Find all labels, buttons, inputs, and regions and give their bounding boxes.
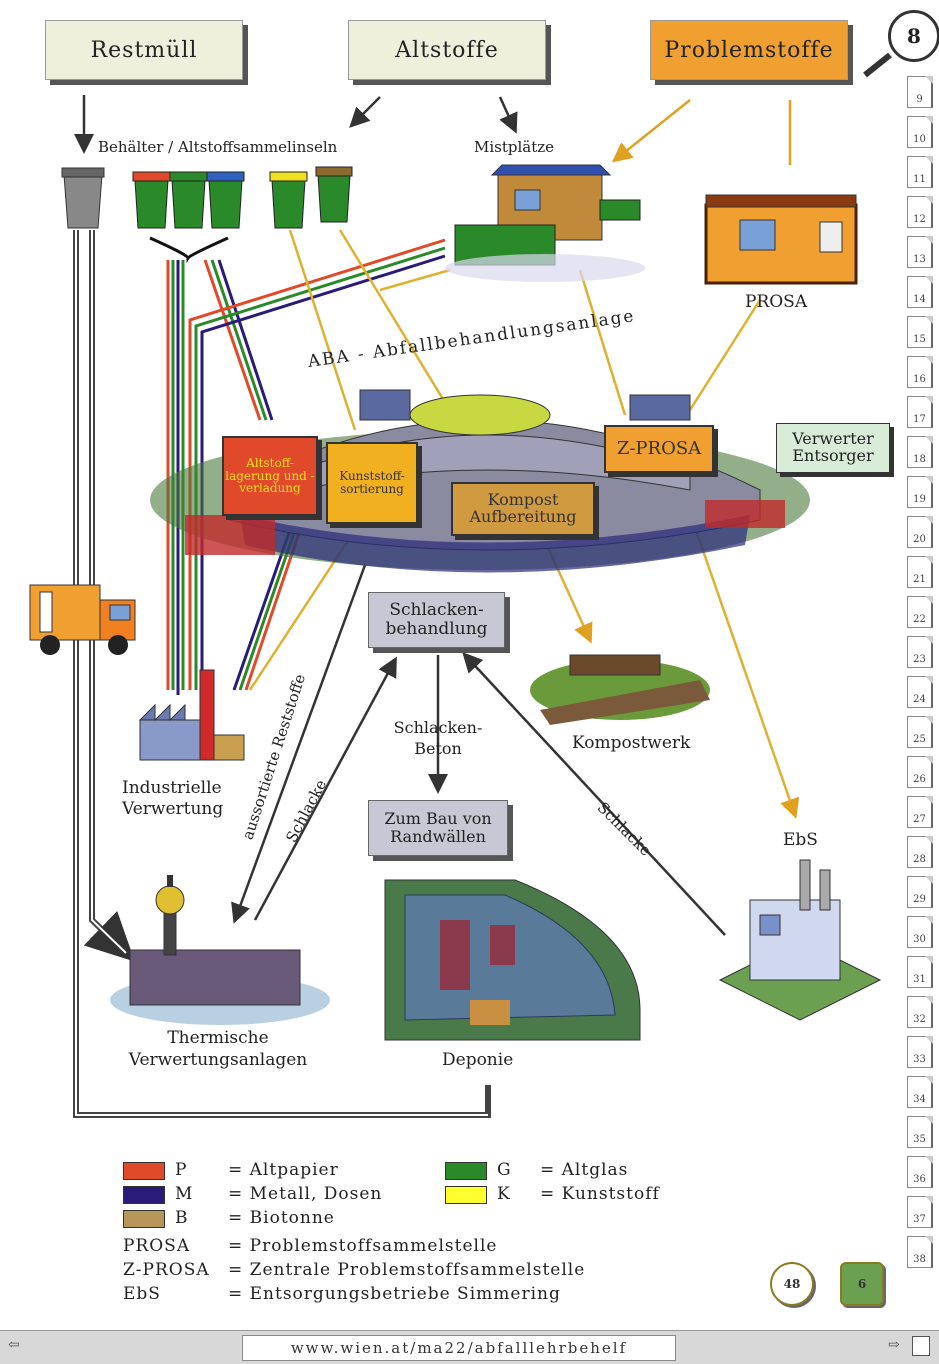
page-tab[interactable]: 25 [907, 716, 933, 748]
page-tab[interactable]: 26 [907, 756, 933, 788]
page-tab[interactable]: 17 [907, 396, 933, 428]
legend-code-p: P [175, 1160, 188, 1180]
prosa-illustration [704, 194, 858, 285]
page-tab[interactable]: 21 [907, 556, 933, 588]
page-tab[interactable]: 29 [907, 876, 933, 908]
page-tab[interactable]: 19 [907, 476, 933, 508]
page-tab[interactable]: 36 [907, 1156, 933, 1188]
legend-text-p: = Altpapier [228, 1160, 339, 1180]
legend-abbr-zprosa-text: = Zentrale Problemstoffsammelstelle [228, 1260, 586, 1280]
legend-swatch-g [445, 1162, 487, 1180]
page-tab[interactable]: 20 [907, 516, 933, 548]
legend-swatch-m [123, 1186, 165, 1204]
page-icon[interactable] [912, 1336, 930, 1356]
page-tab[interactable]: 18 [907, 436, 933, 468]
schlackenbeton-label: Schlacken-Beton [393, 718, 483, 758]
page-tab[interactable]: 35 [907, 1116, 933, 1148]
zprosa-stage: Z-PROSA [604, 425, 714, 473]
page-tab[interactable]: 15 [907, 316, 933, 348]
legend-abbr-ebs-text: = Entsorgungsbetriebe Simmering [228, 1284, 561, 1304]
page-tab[interactable]: 34 [907, 1076, 933, 1108]
arrow-schlacke-left [253, 656, 397, 921]
industrielle-label: Industrielle Verwertung [122, 778, 224, 820]
industrial-illustration [138, 669, 245, 761]
legend-abbr-ebs-code: EbS [123, 1284, 161, 1304]
kompostwerk-label: Kompostwerk [572, 733, 691, 753]
prosa-label: PROSA [745, 292, 808, 312]
page-tab[interactable]: 22 [907, 596, 933, 628]
page-tab[interactable]: 10 [907, 116, 933, 148]
legend-code-g: G [497, 1160, 512, 1180]
kompost-stage: Kompost Aufbereitung [451, 482, 595, 536]
arrow-schlacke-right [462, 652, 726, 936]
page-tab[interactable]: 9 [907, 76, 933, 108]
restmuell-bin-icon [61, 167, 105, 229]
page-tab[interactable]: 30 [907, 916, 933, 948]
page-tab-strip: 9 10 11 12 13 14 15 16 17 18 19 20 21 22… [907, 76, 935, 1326]
page-tab[interactable]: 37 [907, 1196, 933, 1228]
altstoff-bins-icon [132, 166, 353, 263]
truck-illustration [29, 584, 136, 655]
page-tab[interactable]: 12 [907, 196, 933, 228]
legend-code-m: M [175, 1184, 194, 1204]
page-tab[interactable]: 32 [907, 996, 933, 1028]
arrow-reststoffe [231, 564, 367, 924]
restmuell-box: Restmüll [45, 20, 243, 80]
legend-text-k: = Kunststoff [540, 1184, 660, 1204]
mistplaetze-illustration [445, 164, 645, 282]
url-field[interactable]: www.wien.at/ma22/abfalllehrbehelf [242, 1335, 676, 1361]
legend-abbr-prosa-code: PROSA [123, 1236, 191, 1256]
next-section-button[interactable]: 6 [840, 1262, 884, 1306]
scroll-left-icon[interactable]: ⇦ [8, 1337, 20, 1353]
legend-abbr-zprosa-code: Z-PROSA [123, 1260, 210, 1280]
scroll-right-icon[interactable]: ⇨ [888, 1337, 900, 1353]
thermische-illustration [110, 875, 330, 1025]
arrow-problem-mist [611, 99, 691, 163]
page-tab[interactable]: 23 [907, 636, 933, 668]
page-tab[interactable]: 28 [907, 836, 933, 868]
ebs-label: EbS [783, 830, 818, 850]
legend-text-b: = Biotonne [228, 1208, 335, 1228]
page-tab[interactable]: 33 [907, 1036, 933, 1068]
verwerter-box: Verwerter Entsorger [776, 423, 890, 473]
legend-swatch-b [123, 1210, 165, 1228]
legend-code-b: B [175, 1208, 189, 1228]
legend-text-m: = Metall, Dosen [228, 1184, 383, 1204]
kunststoff-sortierung-stage: Kunststoff-sortierung [326, 442, 418, 524]
aba-logo-button[interactable]: 48 [770, 1262, 814, 1306]
arrow-altstoffe-left [349, 96, 381, 128]
legend-code-k: K [497, 1184, 511, 1204]
thermische-label: Thermische Verwertungsanlagen [128, 1028, 308, 1071]
legend-swatch-k [445, 1186, 487, 1204]
problemstoffe-box: Problemstoffe [650, 20, 848, 80]
randwaelle-box: Zum Bau von Randwällen [368, 800, 508, 856]
ebs-illustration [718, 859, 882, 1021]
kompostwerk-illustration [530, 654, 710, 725]
deponie-label: Deponie [442, 1050, 514, 1070]
page-tab[interactable]: 38 [907, 1236, 933, 1268]
legend-abbr-prosa-text: = Problemstoffsammelstelle [228, 1236, 498, 1256]
legend-text-g: = Altglas [540, 1160, 629, 1180]
altstoff-lagerung-stage: Altstoff-lagerung und -verladung [222, 436, 318, 516]
page-tab[interactable]: 27 [907, 796, 933, 828]
page-tab[interactable]: 16 [907, 356, 933, 388]
page-number-badge: 8 [888, 10, 939, 62]
deponie-illustration [384, 879, 641, 1041]
page-tab[interactable]: 24 [907, 676, 933, 708]
page-tab[interactable]: 14 [907, 276, 933, 308]
page-tab[interactable]: 11 [907, 156, 933, 188]
arrow-altstoffe-right [498, 96, 518, 134]
page-tab[interactable]: 13 [907, 236, 933, 268]
legend-swatch-p [123, 1162, 165, 1180]
mistplaetze-label: Mistplätze [474, 138, 555, 156]
altstoffe-box: Altstoffe [348, 20, 546, 80]
schlackenbehandlung-box: Schlacken-behandlung [368, 592, 505, 648]
page-tab[interactable]: 31 [907, 956, 933, 988]
containers-label: Behälter / Altstoffsammelinseln [98, 138, 338, 156]
